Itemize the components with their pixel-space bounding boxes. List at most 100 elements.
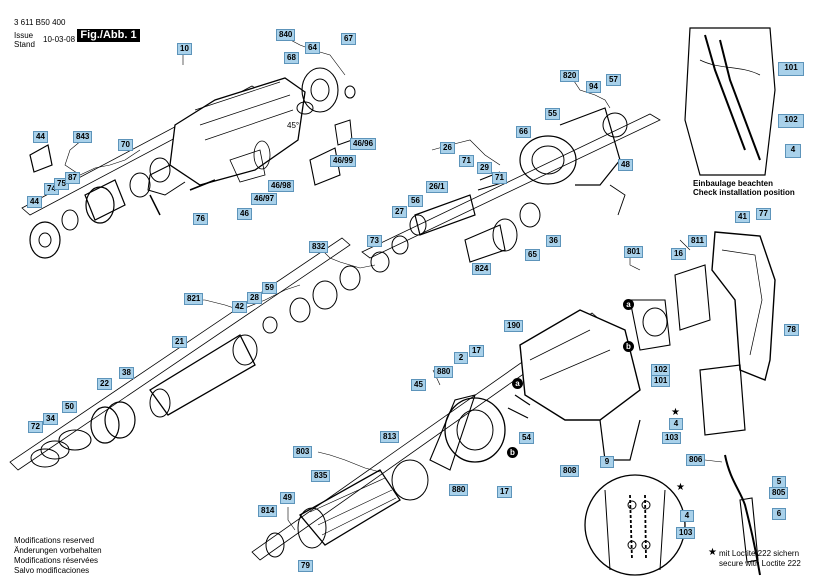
part-callout[interactable]: 190	[504, 320, 524, 332]
part-callout[interactable]: 22	[97, 378, 112, 390]
part-callout[interactable]: 64	[305, 42, 320, 54]
part-callout[interactable]: 803	[293, 446, 313, 458]
part-callout[interactable]: 27	[392, 206, 407, 218]
marker-a: a	[512, 378, 523, 389]
part-callout[interactable]: 46/99	[330, 155, 357, 167]
part-callout[interactable]: 824	[472, 263, 492, 275]
part-callout[interactable]: 67	[341, 33, 356, 45]
part-callout[interactable]: 78	[784, 324, 799, 336]
part-callout[interactable]: 16	[671, 248, 686, 260]
part-callout[interactable]: 59	[262, 282, 277, 294]
part-callout[interactable]: 79	[298, 560, 313, 572]
part-callout[interactable]: 4	[669, 418, 683, 430]
part-callout[interactable]: 73	[367, 235, 382, 247]
inset-callout[interactable]: 101	[778, 62, 804, 76]
loctite-note-de: mit Loctite 222 sichern	[719, 549, 800, 558]
part-callout[interactable]: 26/1	[426, 181, 448, 193]
angle-label: 45°	[287, 121, 300, 130]
part-callout[interactable]: 44	[33, 131, 48, 143]
part-callout[interactable]: 45	[411, 379, 426, 391]
part-callout[interactable]: 4	[680, 510, 694, 522]
gear-housing-parts	[296, 67, 628, 216]
part-callout[interactable]: 806	[686, 454, 706, 466]
footer-line: Modifications réservées	[14, 556, 99, 565]
part-callout[interactable]: 48	[618, 159, 633, 171]
percussion-parts	[30, 251, 390, 468]
part-callout[interactable]: 42	[232, 301, 247, 313]
hammer-head-housing	[147, 77, 306, 196]
part-callout[interactable]: 87	[65, 172, 80, 184]
power-cable	[724, 454, 761, 576]
marker-b: b	[623, 341, 634, 352]
figure-label: Fig./Abb. 1	[77, 29, 140, 42]
footer-line: Modifications reserved	[14, 536, 95, 545]
part-callout[interactable]: 814	[258, 505, 278, 517]
part-callout[interactable]: 821	[184, 293, 204, 305]
part-callout[interactable]: 801	[624, 246, 644, 258]
part-callout[interactable]: 17	[469, 345, 484, 357]
part-callout[interactable]: 38	[119, 367, 134, 379]
part-callout[interactable]: 46/96	[350, 138, 377, 150]
part-callout[interactable]: 44	[27, 196, 42, 208]
inset-callout[interactable]: 102	[778, 114, 804, 128]
part-callout[interactable]: 17	[497, 486, 512, 498]
doc-number: 3 611 B50 400	[14, 18, 66, 27]
loctite-note-en: secure with Loctite 222	[719, 559, 801, 568]
inset-note-de: Einbaulage beachten	[693, 179, 774, 188]
part-callout[interactable]: 94	[586, 81, 601, 93]
part-callout[interactable]: 843	[73, 131, 93, 143]
part-callout[interactable]: 56	[408, 195, 423, 207]
part-callout[interactable]: 46/97	[251, 193, 278, 205]
part-callout[interactable]: 6	[772, 508, 786, 520]
marker-a: a	[623, 299, 634, 310]
part-callout[interactable]: 813	[380, 431, 400, 443]
part-callout[interactable]: 41	[735, 211, 750, 223]
part-callout[interactable]: 101	[651, 375, 671, 387]
part-callout[interactable]: 103	[676, 527, 696, 539]
part-callout[interactable]: 811	[688, 235, 707, 247]
part-callout[interactable]: 2	[454, 352, 468, 364]
part-callout[interactable]: 57	[606, 74, 621, 86]
assembly-outline-lower	[9, 237, 351, 471]
inset-callout[interactable]: 4	[785, 144, 801, 158]
part-callout[interactable]: 10	[177, 43, 192, 55]
part-callout[interactable]: 103	[662, 432, 682, 444]
part-callout[interactable]: 49	[280, 492, 295, 504]
part-callout[interactable]: 72	[28, 421, 43, 433]
part-callout[interactable]: 9	[600, 456, 614, 468]
part-callout[interactable]: 26	[440, 142, 455, 154]
star-icon: ★	[708, 547, 717, 558]
part-callout[interactable]: 54	[519, 432, 534, 444]
part-callout[interactable]: 71	[459, 155, 474, 167]
part-callout[interactable]: 55	[545, 108, 560, 120]
loctite-inset-drawing	[584, 474, 686, 576]
part-callout[interactable]: 28	[247, 292, 262, 304]
part-callout[interactable]: 835	[311, 470, 331, 482]
part-callout[interactable]: 76	[193, 213, 208, 225]
part-callout[interactable]: 832	[309, 241, 329, 253]
part-callout[interactable]: 880	[449, 484, 469, 496]
part-callout[interactable]: 36	[546, 235, 561, 247]
part-callout[interactable]: 65	[525, 249, 540, 261]
part-callout[interactable]: 77	[756, 208, 771, 220]
part-callout[interactable]: 840	[276, 29, 296, 41]
part-callout[interactable]: 29	[477, 162, 492, 174]
issue-label: Issue	[14, 31, 34, 40]
part-callout[interactable]: 46/98	[268, 180, 295, 192]
part-callout[interactable]: 50	[62, 401, 77, 413]
part-callout[interactable]: 34	[43, 413, 58, 425]
part-callout[interactable]: 46	[237, 208, 252, 220]
assembly-outline-right	[361, 113, 661, 259]
part-callout[interactable]: 68	[284, 52, 299, 64]
part-callout[interactable]: 820	[560, 70, 580, 82]
part-callout[interactable]: 66	[516, 126, 531, 138]
part-callout[interactable]: 21	[172, 336, 187, 348]
part-callout[interactable]: 71	[492, 172, 507, 184]
part-callout[interactable]: 880	[434, 366, 454, 378]
part-callout[interactable]: 805	[769, 487, 789, 499]
marker-b: b	[507, 447, 518, 458]
part-callout[interactable]: 70	[118, 139, 133, 151]
part-callout[interactable]: 808	[560, 465, 580, 477]
